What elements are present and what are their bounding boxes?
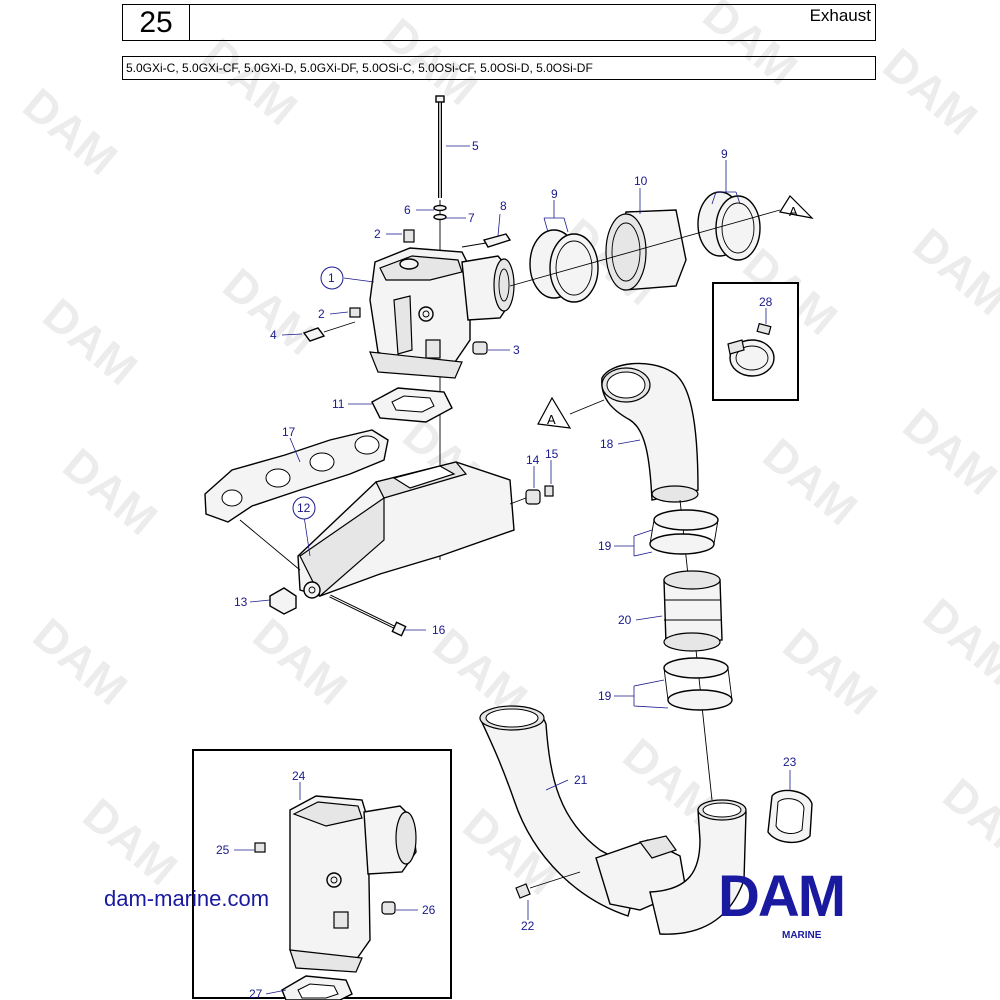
exhaust-pipe-21 [479,705,747,935]
callout-20: 20 [618,613,632,627]
plug-2-side [349,307,361,318]
callout-13: 13 [234,595,248,609]
callout-19: 19 [598,539,612,553]
inset-box [192,749,452,1000]
callout-1: 1 [328,271,335,285]
watermark: DAM [194,28,308,135]
washer-6 [433,204,447,212]
dam-logo-subtitle: MARINE [782,930,822,941]
page-number: 25 [122,4,190,41]
detail-box-28 [712,282,799,401]
clamp-9-right [697,191,761,261]
callout-6: 6 [404,203,411,217]
exhaust-elbow-18 [601,362,699,503]
callout-18: 18 [600,437,614,451]
callout-9: 9 [551,187,558,201]
watermark: DAM [244,608,358,715]
gasket-23 [767,789,813,843]
exhaust-elbow-1 [369,247,515,379]
website-link[interactable]: dam-marine.com [104,886,270,911]
dam-logo: DAM [718,864,846,929]
watermark: DAM [754,428,868,535]
watermark: DAM [774,618,888,725]
bellows-20 [663,570,723,652]
watermark: DAM [934,768,1000,875]
bellows-10 [605,209,687,291]
fitting-4 [302,321,356,342]
watermark: DAM [914,588,1000,695]
reference-label: A [547,412,556,427]
plug-15 [544,485,554,497]
watermark: DAM [894,398,1000,505]
leader-lines [234,145,791,995]
temperature-sender-8 [461,233,512,248]
callout-15: 15 [545,447,559,461]
watermark: DAM [374,8,488,115]
watermark: DAM [904,218,1000,325]
watermark: DAM [24,608,138,715]
callout-8: 8 [500,199,507,213]
callout-27: 27 [249,987,263,1000]
callout-26: 26 [422,903,436,917]
watermark: DAM [34,288,148,395]
watermark: DAM [74,788,188,895]
callout-28: 28 [759,295,773,309]
callout-22: 22 [521,919,535,933]
callout-12: 12 [297,501,311,515]
reference-label: A [789,204,798,219]
plug-2-top [403,229,415,243]
callout-17: 17 [282,425,296,439]
clamp-19-upper [649,509,719,555]
callout-11: 11 [332,397,345,411]
callout-9: 9 [721,147,728,161]
plug-3 [472,341,488,355]
callout-16: 16 [432,623,446,637]
page-title: Exhaust [189,4,876,41]
watermark: DAM [14,78,128,185]
callout-10: 10 [634,174,648,188]
watermark: DAM [694,0,808,95]
exhaust-manifold-12 [239,461,515,599]
reference-mark-a-left: A [537,396,605,429]
bolt-22 [515,871,581,899]
callout-3: 3 [513,343,520,357]
callout-19: 19 [598,689,612,703]
callout-5: 5 [472,139,479,153]
bolt-16 [329,594,407,637]
gasket-11 [371,387,453,423]
watermark: DAM [874,38,988,145]
callout-21: 21 [574,773,588,787]
washer-7 [433,213,447,221]
watermark: DAM [54,438,168,545]
clamp-19-lower [663,657,733,711]
callout-14: 14 [526,453,540,467]
model-list: 5.0GXi-C, 5.0GXi-CF, 5.0GXi-D, 5.0GXi-DF… [122,56,876,80]
fitting-13 [269,587,297,615]
callout-labels: 1 2 2 3 4 5 6 7 8 9 9 10 11 12 13 14 15 … [216,139,797,1000]
hose-nipple-14 [509,489,541,505]
callout-25: 25 [216,843,230,857]
callout-7: 7 [468,211,475,225]
callout-2: 2 [374,227,381,241]
callout-23: 23 [783,755,797,769]
clamp-9-left [529,229,599,303]
manifold-gasket-17 [204,429,389,523]
watermark: DAM [214,258,328,365]
callout-24: 24 [292,769,306,783]
callout-2: 2 [318,307,325,321]
callout-4: 4 [270,328,277,342]
reference-mark-a-top: A [779,195,814,219]
